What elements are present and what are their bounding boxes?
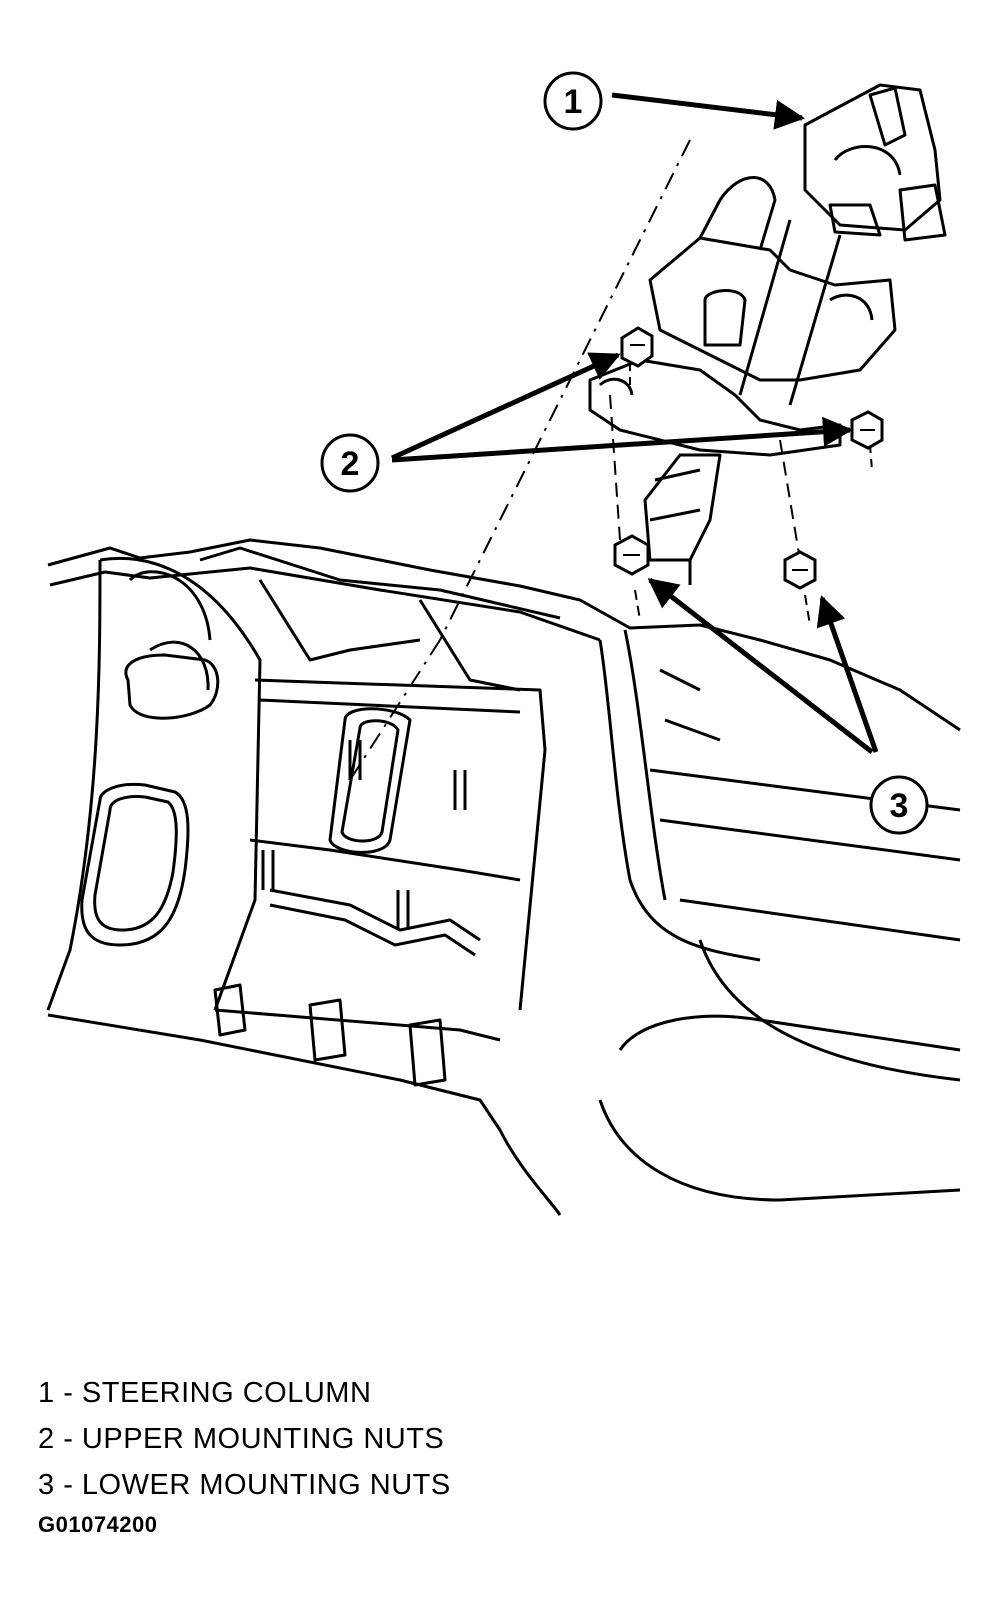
- callout-1: 1: [543, 71, 603, 131]
- upper-mounting-nut-right-icon: [850, 410, 884, 450]
- steering-column-removal-diagram: 1 2 3: [46, 71, 961, 1216]
- legend-item-upper-mounting-nuts: 2 - UPPER MOUNTING NUTS: [38, 1416, 738, 1462]
- svg-text:1: 1: [564, 83, 583, 121]
- legend-number: 3: [38, 1469, 55, 1501]
- upper-mounting-nut-left-icon: [620, 326, 654, 368]
- callout-2-arrow-upper-left: [390, 352, 621, 461]
- legend-item-steering-column: 1 - STEERING COLUMN: [38, 1370, 738, 1416]
- lower-mounting-nut-left-icon: [613, 534, 650, 576]
- legend-item-lower-mounting-nuts: 3 - LOWER MOUNTING NUTS: [38, 1462, 738, 1508]
- callout-3-arrow-right: [816, 595, 879, 753]
- legend-label: STEERING COLUMN: [81, 1377, 372, 1409]
- legend-label: LOWER MOUNTING NUTS: [81, 1469, 451, 1501]
- callout-3: 3: [869, 775, 929, 835]
- legend-separator: -: [54, 1377, 82, 1409]
- svg-text:2: 2: [341, 445, 360, 483]
- diagram-legend: 1 - STEERING COLUMN 2 - UPPER MOUNTING N…: [38, 1370, 738, 1508]
- callout-2-arrow-right: [391, 416, 853, 463]
- instrument-panel-drawing: [46, 538, 961, 1216]
- legend-separator: -: [54, 1469, 82, 1501]
- legend-number: 1: [38, 1377, 55, 1409]
- steering-column-drawing: [349, 83, 947, 781]
- svg-text:3: 3: [890, 787, 909, 825]
- lower-mounting-nut-right-icon: [783, 550, 817, 590]
- legend-label: UPPER MOUNTING NUTS: [81, 1423, 445, 1455]
- figure-id: G01074200: [38, 1512, 158, 1537]
- callout-arrows: [390, 92, 879, 754]
- callout-3-arrow-left: [647, 578, 874, 754]
- callout-2: 2: [320, 433, 380, 493]
- callout-1-arrow: [611, 92, 805, 130]
- legend-separator: -: [54, 1423, 82, 1455]
- legend-number: 2: [38, 1423, 55, 1455]
